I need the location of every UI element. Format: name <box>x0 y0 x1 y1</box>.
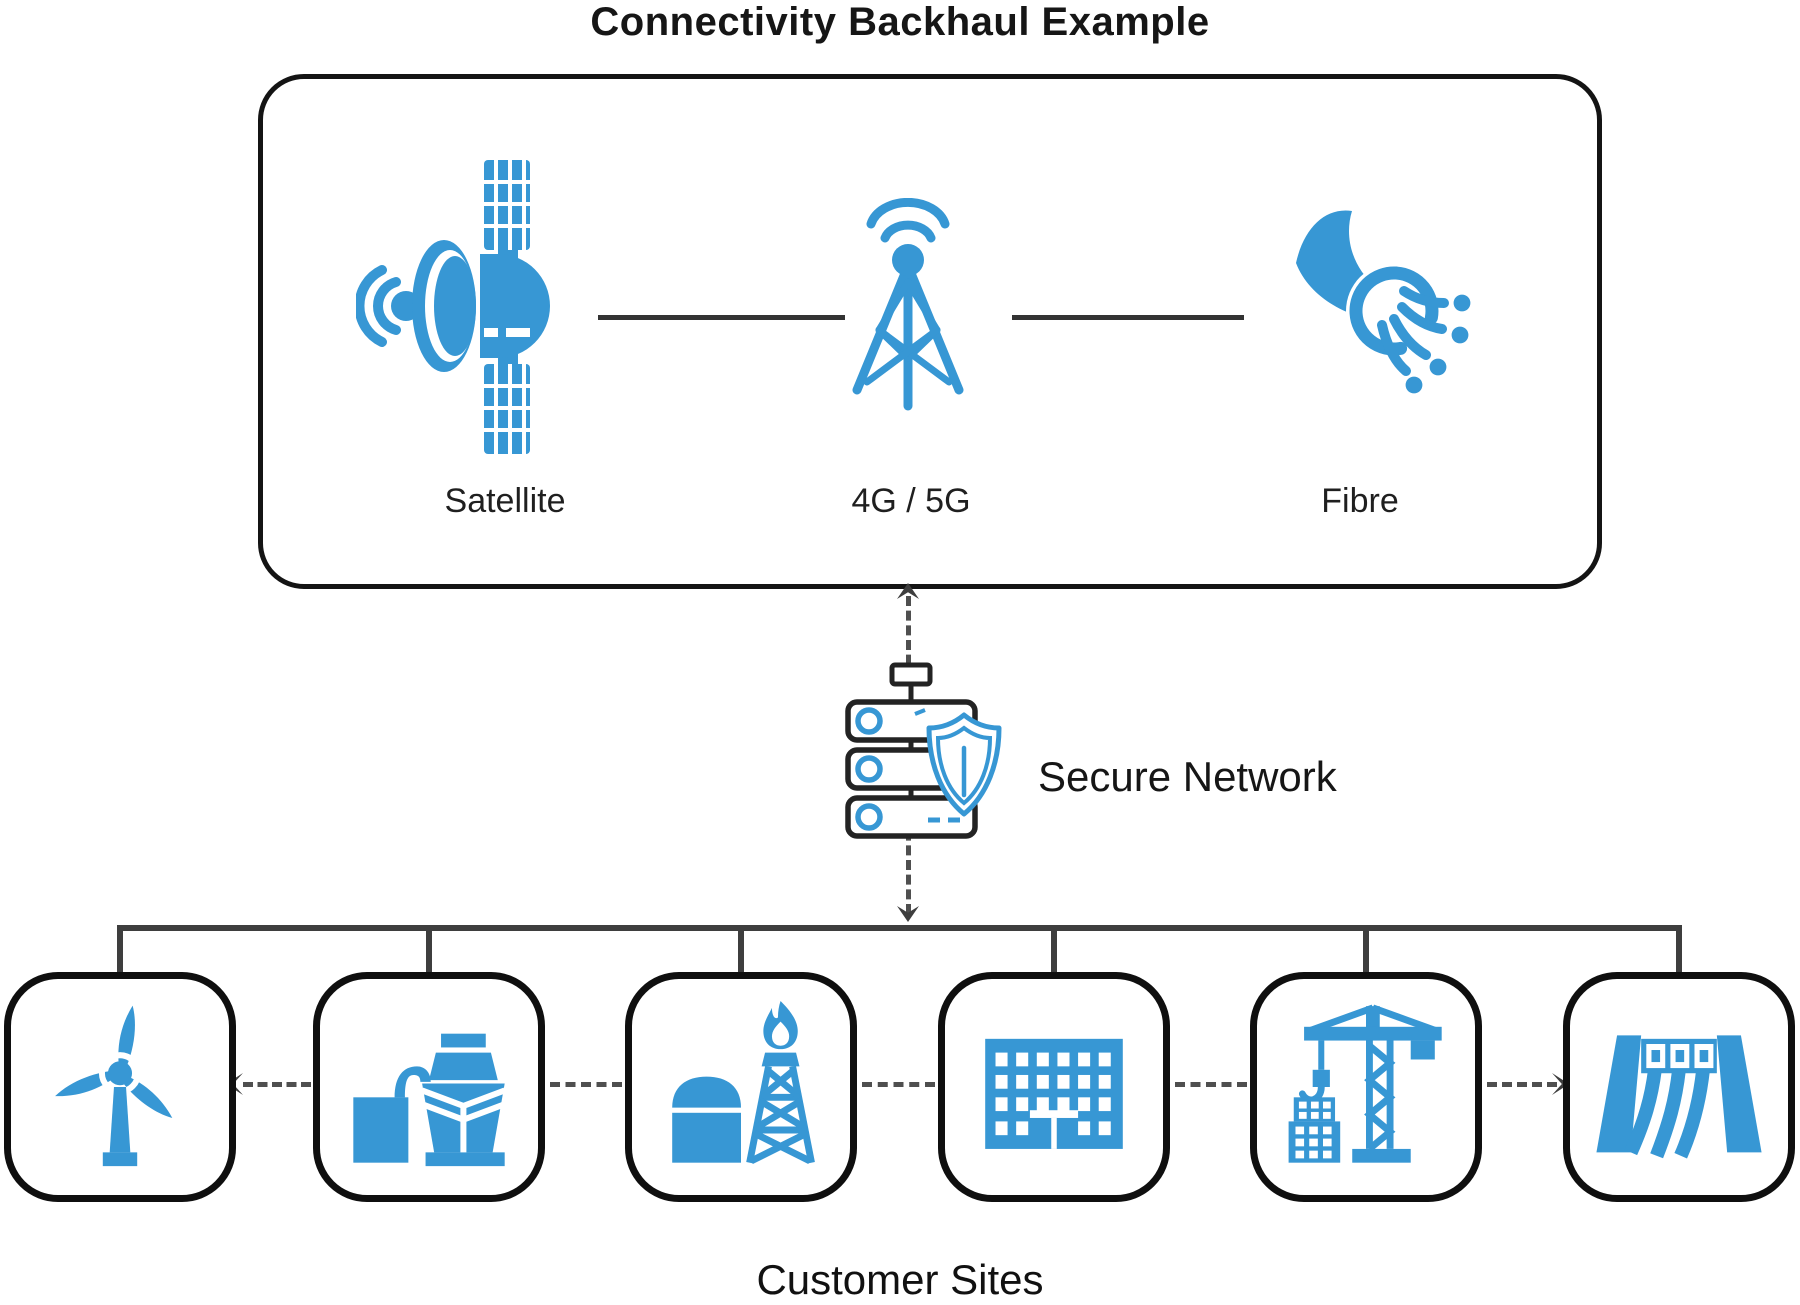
customer-bus-line <box>117 925 1682 931</box>
secure-network-label: Secure Network <box>1038 753 1337 800</box>
bus-drop-3 <box>738 925 744 975</box>
cell-tower-icon <box>852 198 964 411</box>
white-mask-left <box>830 668 890 689</box>
site-box-building <box>938 972 1170 1202</box>
fibre-label: Fibre <box>1321 482 1399 520</box>
server-shield-icon <box>830 662 1002 839</box>
bus-drop-5 <box>1363 925 1369 975</box>
fibre-optic-icon <box>1296 210 1471 394</box>
site-dashed-link-3 <box>862 1082 935 1087</box>
site-box-wind-turbine <box>4 972 236 1202</box>
connector-satellite-tower <box>598 315 845 320</box>
oil-gas-icon <box>672 1001 815 1165</box>
satellite-label: Satellite <box>444 482 566 520</box>
site-box-oil-gas <box>625 972 857 1202</box>
4g-5g-label: 4G / 5G <box>851 482 971 520</box>
customer-sites-caption: Customer Sites <box>756 1256 1044 1303</box>
bus-drop-6 <box>1676 925 1682 975</box>
site-dashed-link-4 <box>1175 1082 1247 1087</box>
site-dashed-link-1 <box>243 1082 311 1087</box>
bus-drop-4 <box>1051 925 1057 975</box>
white-mask-right <box>930 670 990 689</box>
site-dashed-link-5 <box>1487 1082 1557 1087</box>
satellite-icon <box>356 160 550 454</box>
office-building-icon <box>985 1038 1123 1149</box>
bus-drop-1 <box>117 925 123 975</box>
site-dashed-link-2 <box>550 1082 622 1087</box>
construction-crane-icon <box>1288 1004 1442 1163</box>
site-box-construction <box>1250 972 1482 1202</box>
site-box-port <box>313 972 545 1202</box>
bus-drop-2 <box>426 925 432 975</box>
hydro-dam-icon <box>1596 1035 1762 1159</box>
connector-tower-fibre <box>1012 315 1244 320</box>
wind-turbine-icon <box>55 1005 173 1167</box>
diagram-title: Connectivity Backhaul Example <box>590 0 1210 44</box>
site-box-hydro-dam <box>1563 972 1795 1202</box>
port-ship-icon <box>353 1033 506 1167</box>
